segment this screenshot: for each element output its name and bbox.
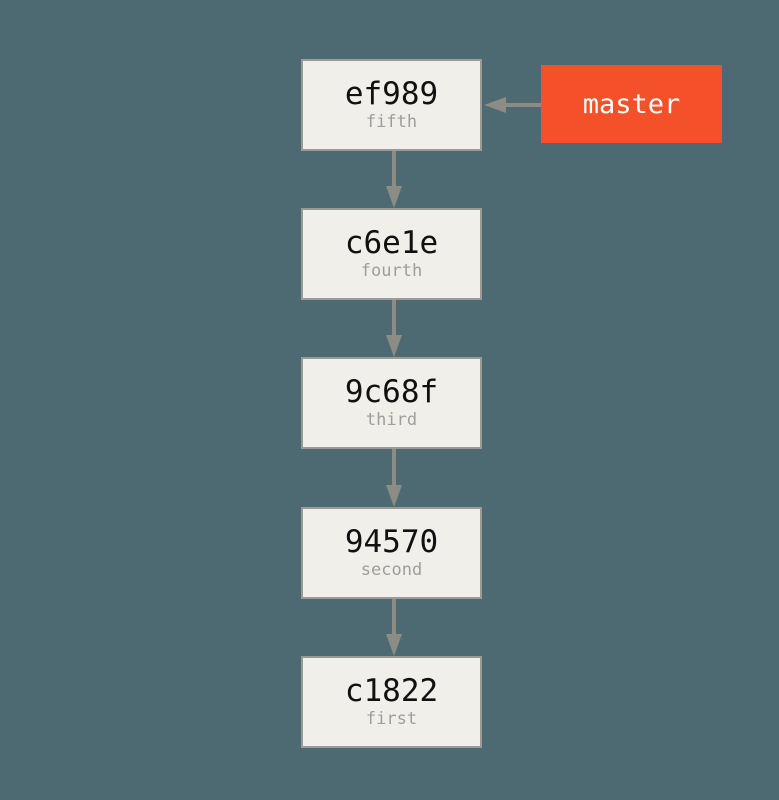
branch-pointer-arrow xyxy=(484,97,541,113)
commit-node[interactable]: c6e1e fourth xyxy=(301,208,482,300)
commit-hash: 9c68f xyxy=(344,374,439,411)
commit-link-arrow-2 xyxy=(386,300,402,357)
commit-node[interactable]: c1822 first xyxy=(301,656,482,748)
commit-hash: ef989 xyxy=(344,76,439,113)
commit-message: fifth xyxy=(365,111,418,132)
commit-hash: 94570 xyxy=(344,524,439,561)
branch-ref-master[interactable]: master xyxy=(541,65,722,143)
branch-ref-label: master xyxy=(582,88,681,120)
commit-message: first xyxy=(365,708,418,729)
commit-link-arrow-1 xyxy=(386,151,402,208)
commit-message: fourth xyxy=(360,260,423,281)
commit-node[interactable]: 94570 second xyxy=(301,507,482,599)
commit-link-arrow-4 xyxy=(386,599,402,656)
commit-hash: c6e1e xyxy=(344,225,439,262)
commit-hash: c1822 xyxy=(344,673,439,710)
commit-message: second xyxy=(360,559,423,580)
commit-message: third xyxy=(365,409,418,430)
commit-node[interactable]: ef989 fifth xyxy=(301,59,482,151)
commit-node[interactable]: 9c68f third xyxy=(301,357,482,449)
commit-link-arrow-3 xyxy=(386,449,402,507)
